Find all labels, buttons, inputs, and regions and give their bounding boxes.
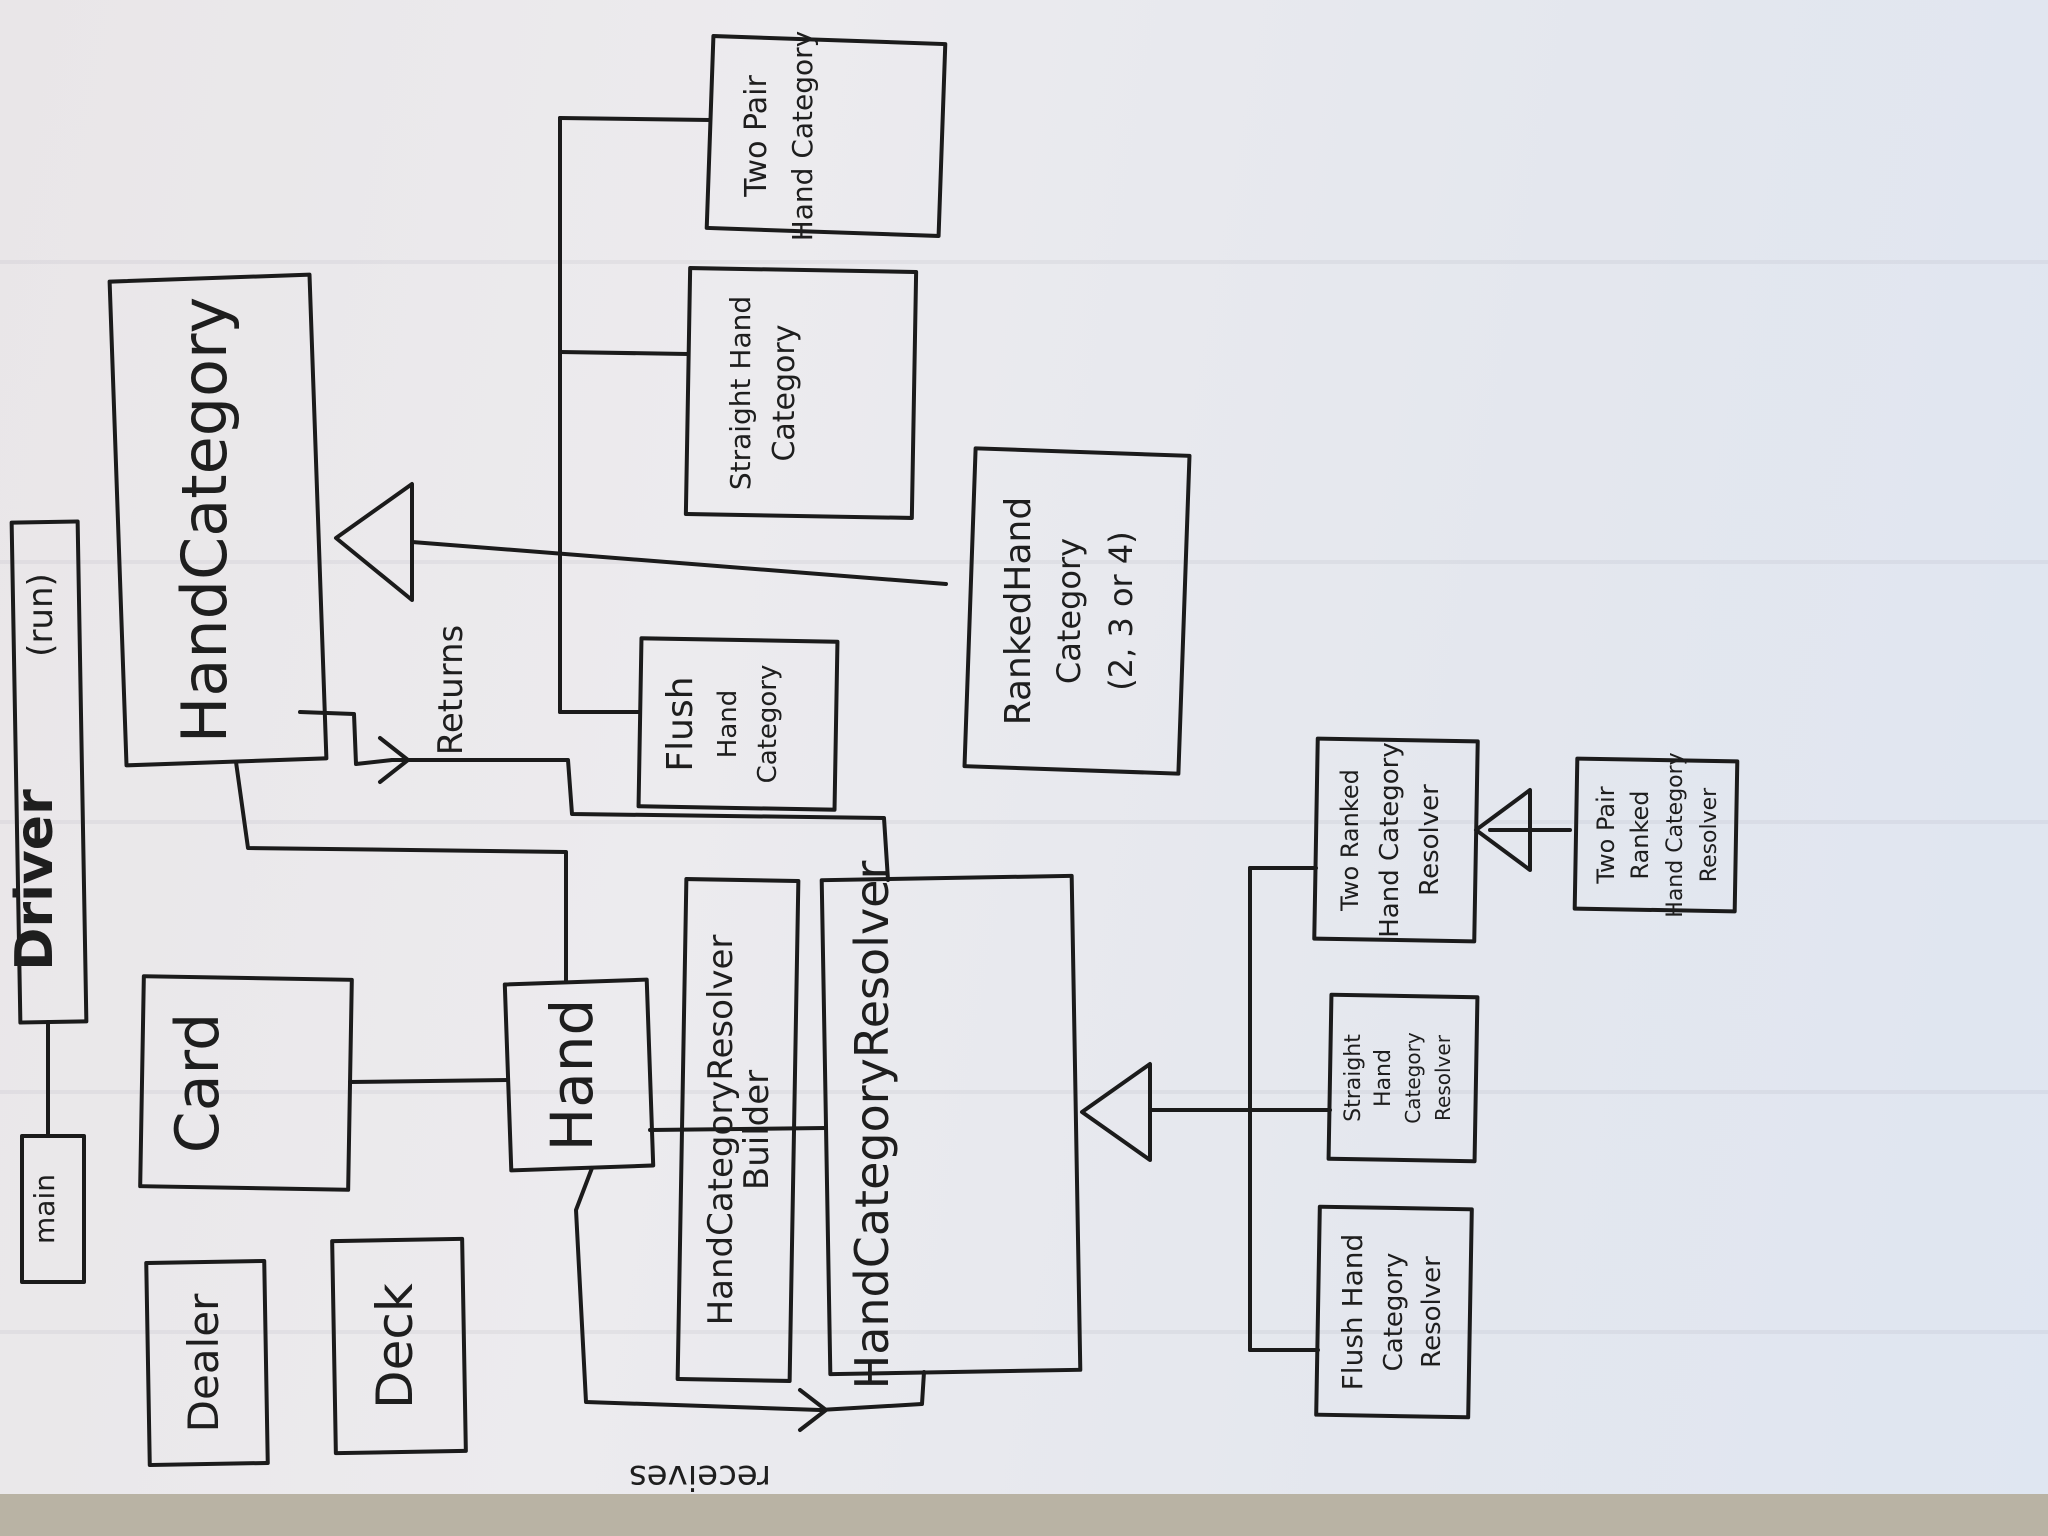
driver-method: (run) (21, 573, 61, 657)
two-pair-inheritance-arrow (1474, 788, 1532, 872)
two-pair-ranked-resolver-line4: Resolver (1697, 787, 1722, 882)
hand-label: Hand (538, 999, 606, 1152)
hand-category-title: HandCategory (168, 297, 241, 743)
straight-hand-category-line2: Category (767, 324, 802, 461)
driver-node: Driver (run) (5, 519, 89, 1025)
deck-node: Deck (330, 1236, 468, 1456)
card-hand-link (348, 1078, 510, 1084)
main-label: main (28, 1174, 61, 1244)
straight-hand-category-line1: Straight Hand (724, 296, 757, 490)
resolver-inheritance-arrow (1080, 1062, 1152, 1162)
paper-sheet (0, 0, 2048, 1494)
driver-title: Driver (5, 789, 65, 971)
resolver-title: HandCategoryResolver (845, 861, 899, 1390)
card-node: Card (138, 974, 354, 1192)
paper-fold (0, 560, 2048, 564)
straight-resolver-line1: Straight (1341, 1034, 1366, 1122)
resolver-builder-line2: Builder (737, 1070, 777, 1190)
deck-label: Deck (366, 1283, 424, 1409)
ranked-hand-category-line1: RankedHand (998, 497, 1039, 725)
inheritance-line (410, 540, 948, 586)
two-ranked-resolver-node: Two Ranked Hand Category Resolver (1312, 736, 1480, 944)
paper-fold (0, 1330, 2048, 1334)
resolver-builder-line1: HandCategoryResolver (701, 935, 741, 1326)
dealer-node: Dealer (144, 1258, 270, 1468)
ranked-hand-category-node: RankedHand Category (2, 3 or 4) (962, 446, 1192, 776)
branch-two-pair (558, 116, 712, 122)
returns-line (390, 758, 890, 882)
two-pair-ranked-resolver-line2: Ranked (1626, 790, 1654, 879)
resolver-builder-node: HandCategoryResolver Builder (675, 877, 801, 1383)
hand-node: Hand (502, 977, 656, 1173)
straight-resolver-line2: Hand (1371, 1049, 1396, 1107)
receives-arrowhead (798, 1388, 828, 1432)
two-ranked-resolver-line1: Two Ranked (1336, 769, 1364, 912)
receives-line (574, 1166, 926, 1412)
flush-hand-category-node: Flush Hand Category (636, 636, 840, 812)
two-pair-ranked-resolver-line3: Hand Category (1663, 752, 1688, 917)
returns-connector (298, 710, 394, 766)
flush-resolver-line3: Resolver (1417, 1256, 1447, 1368)
inheritance-arrow (334, 482, 414, 602)
two-pair-hand-category-node: Two Pair Hand Category (704, 31, 948, 242)
two-pair-ranked-resolver-node: Two Pair Ranked Hand Category Resolver (1572, 752, 1740, 918)
two-pair-hand-category-line1: Two Pair (739, 75, 774, 198)
flush-resolver-line2: Category (1379, 1253, 1409, 1372)
main-node: main (20, 1134, 86, 1284)
hand-to-hand-category-link (234, 760, 568, 984)
resolver-node: HandCategoryResolver (819, 861, 1083, 1390)
straight-resolver-line4: Resolver (1431, 1034, 1455, 1121)
straight-resolver-node: Straight Hand Category Resolver (1326, 992, 1480, 1164)
paper-fold (0, 260, 2048, 264)
flush-hand-category-line1: Flush (660, 676, 701, 771)
straight-hand-category-node: Straight Hand Category (683, 266, 919, 520)
dealer-label: Dealer (179, 1293, 228, 1432)
paper-fold (0, 1090, 2048, 1094)
two-pair-hand-category-line2: Hand Category (786, 31, 819, 242)
returns-arrowhead (378, 736, 410, 784)
ranked-hand-category-line2: Category (1050, 538, 1088, 684)
straight-resolver-line3: Category (1401, 1032, 1425, 1124)
hand-category-node: HandCategory (107, 272, 329, 768)
flush-hand-category-line2: Hand (713, 690, 743, 758)
card-label: Card (163, 1013, 233, 1153)
flush-resolver-node: Flush Hand Category Resolver (1314, 1204, 1474, 1420)
paper-fold (0, 820, 2048, 824)
hand-to-builder-link (648, 1126, 828, 1132)
receives-label: receives (629, 1457, 771, 1497)
branch-straight (558, 350, 690, 356)
ranked-hand-category-line3: (2, 3 or 4) (1102, 531, 1140, 690)
two-ranked-resolver-line2: Hand Category (1375, 742, 1405, 938)
flush-hand-category-line3: Category (753, 665, 783, 784)
two-ranked-resolver-line3: Resolver (1415, 784, 1445, 896)
returns-label: Returns (431, 625, 471, 756)
flush-resolver-line1: Flush Hand (1336, 1234, 1369, 1391)
two-pair-ranked-resolver-line1: Two Pair (1592, 786, 1620, 884)
